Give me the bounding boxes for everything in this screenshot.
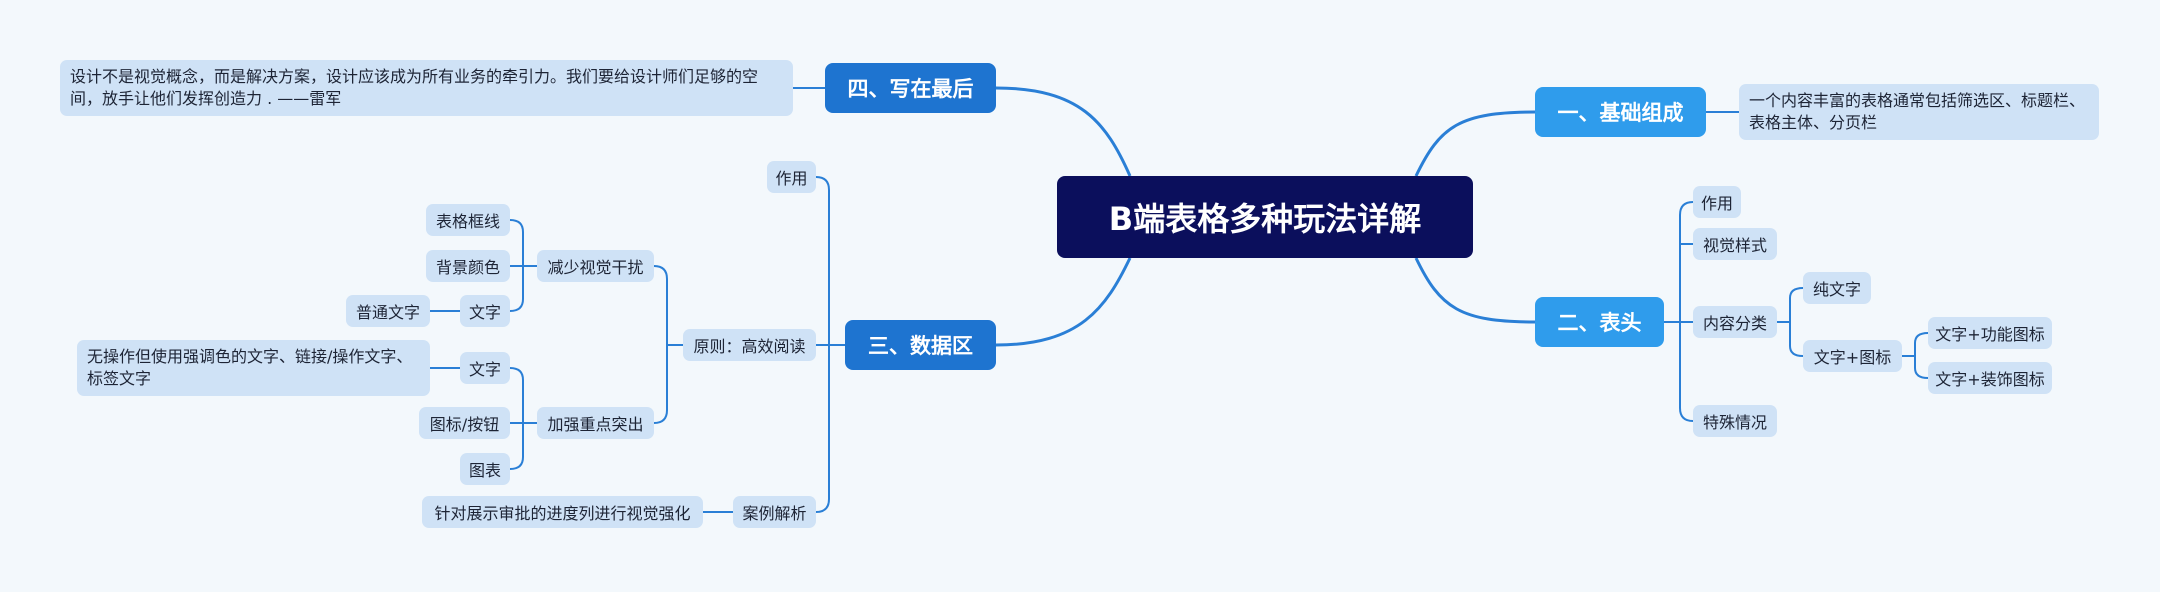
link-principle-bracket [653,265,668,424]
data-table-border[interactable]: 表格框线 [426,204,510,236]
data-text-reduce[interactable]: 文字 [460,295,510,327]
final-words-quote[interactable]: 设计不是视觉概念，而是解决方案，设计应该成为所有业务的牵引力。我们要给设计师们足… [60,60,793,116]
link-root-branch1 [1414,110,1536,177]
link-emphasize-bracket [509,367,524,470]
data-case-description[interactable]: 针对展示审批的进度列进行视觉强化 [422,496,703,528]
link-content-bracket [1789,287,1804,357]
data-purpose[interactable]: 作用 [767,161,816,193]
header-plain-text[interactable]: 纯文字 [1803,272,1871,304]
header-special-case[interactable]: 特殊情况 [1693,405,1777,437]
link-texticon-bracket [1914,332,1929,379]
data-normal-text[interactable]: 普通文字 [346,295,430,327]
branch-basic-composition[interactable]: 一、基础组成 [1535,87,1706,137]
header-text-icon[interactable]: 文字+图标 [1803,340,1902,372]
data-text-emphasize[interactable]: 文字 [460,352,510,384]
header-visual-style[interactable]: 视觉样式 [1693,228,1777,260]
link-root-branch4 [995,86,1132,177]
root-node[interactable]: B端表格多种玩法详解 [1057,176,1473,258]
data-emphasize-key-points[interactable]: 加强重点突出 [537,407,654,439]
data-background-color[interactable]: 背景颜色 [426,250,510,282]
data-icon-button[interactable]: 图标/按钮 [419,407,510,439]
data-principle-efficient-reading[interactable]: 原则：高效阅读 [683,329,816,361]
data-chart[interactable]: 图表 [460,453,510,485]
basic-composition-description[interactable]: 一个内容丰富的表格通常包括筛选区、标题栏、表格主体、分页栏 [1739,84,2099,140]
data-case-analysis[interactable]: 案例解析 [733,496,816,528]
header-text-decoration-icon[interactable]: 文字+装饰图标 [1928,362,2052,394]
data-reduce-visual-noise[interactable]: 减少视觉干扰 [537,250,654,282]
branch-final-words[interactable]: 四、写在最后 [825,63,996,113]
link-root-branch2 [1414,257,1536,324]
data-emphasis-text-description[interactable]: 无操作但使用强调色的文字、链接/操作文字、标签文字 [77,340,430,396]
header-content-type[interactable]: 内容分类 [1693,306,1777,338]
branch-data-area[interactable]: 三、数据区 [845,320,996,370]
link-branch2-bracket [1679,201,1694,422]
branch-table-header[interactable]: 二、表头 [1535,297,1664,347]
link-root-branch3 [995,257,1132,347]
header-text-function-icon[interactable]: 文字+功能图标 [1928,317,2052,349]
header-purpose[interactable]: 作用 [1693,186,1741,218]
